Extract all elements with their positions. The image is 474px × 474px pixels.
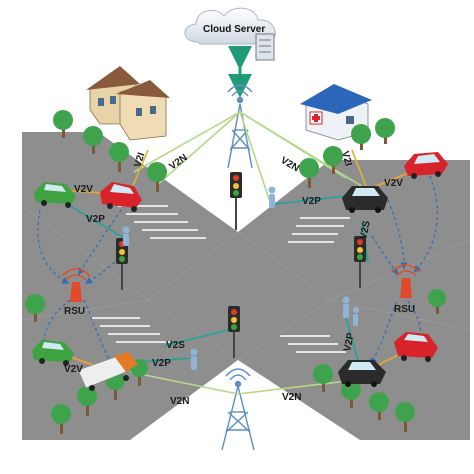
tree xyxy=(25,294,45,322)
road-center xyxy=(148,232,330,360)
truck xyxy=(77,352,138,391)
road-band-right xyxy=(330,240,470,330)
tree xyxy=(369,392,389,420)
car-green-left xyxy=(34,182,76,208)
pedestrian-bottom xyxy=(190,348,198,370)
label-v2p-left: V2P xyxy=(86,214,105,225)
label-v2n-right: V2N xyxy=(279,155,301,174)
rsu-right: RSU xyxy=(391,264,421,315)
pedestrian-left xyxy=(122,226,130,246)
car-red-bottom-right xyxy=(394,332,438,362)
traffic-light-bottom xyxy=(228,306,240,358)
traffic-light-right xyxy=(354,236,366,288)
tree xyxy=(51,404,71,434)
tree xyxy=(323,146,343,174)
tree xyxy=(109,142,129,172)
pedestrian-top xyxy=(268,186,276,208)
tree xyxy=(428,289,446,314)
tree xyxy=(313,364,333,392)
parking-stripes-ur xyxy=(288,217,350,243)
bottom-tower xyxy=(221,368,255,451)
label-v2n-bottom-left: V2N xyxy=(170,396,189,407)
label-v2p-bottom: V2P xyxy=(152,358,171,369)
cloud-shape xyxy=(184,7,276,45)
server-icon xyxy=(255,33,275,61)
trees xyxy=(25,110,446,434)
label-v2v-right: V2V xyxy=(384,178,403,189)
top-tower xyxy=(227,84,253,169)
cloud-server: Cloud Server xyxy=(184,7,276,61)
car-black-bottom-right xyxy=(338,360,386,387)
pedestrian-group-right xyxy=(342,296,359,326)
v2n-links xyxy=(129,111,379,395)
car-red-right-top xyxy=(404,152,448,179)
tree xyxy=(351,124,371,150)
road-upper-right xyxy=(238,160,470,300)
tree xyxy=(83,126,103,154)
hospital-building xyxy=(300,84,372,141)
label-v2n-left: V2N xyxy=(167,152,189,172)
label-v2p-right: V2P xyxy=(342,332,357,353)
road-band-horizontal xyxy=(22,206,148,320)
v2p-links xyxy=(69,195,361,369)
road-upper-left xyxy=(22,132,238,300)
tree xyxy=(299,158,319,188)
road-lower-left xyxy=(22,300,238,440)
tree xyxy=(375,118,395,144)
label-v2i-left: V2I xyxy=(132,151,147,169)
rsu-right-label: RSU xyxy=(394,304,415,315)
rsu-left: RSU xyxy=(61,268,91,317)
traffic-light-top xyxy=(230,172,242,230)
car-green-bottom-left xyxy=(32,340,74,366)
rsu-left-label: RSU xyxy=(64,306,85,317)
parking-stripes-lr xyxy=(280,335,346,353)
car-black-right xyxy=(342,186,388,213)
label-v2i-right: V2I xyxy=(339,150,354,168)
label-v2p-top: V2P xyxy=(302,196,321,207)
cloud-server-label: Cloud Server xyxy=(203,24,265,35)
tree xyxy=(147,162,167,192)
label-v2v-bottom-left: V2V xyxy=(64,364,83,375)
label-v2v-left: V2V xyxy=(74,184,93,195)
label-v2n-bottom-right: V2N xyxy=(282,392,301,403)
v2i-links xyxy=(131,149,367,189)
tree xyxy=(53,110,73,138)
car-red-left xyxy=(100,182,142,212)
residential-house xyxy=(86,66,170,141)
label-v2s-right: V2S xyxy=(358,220,373,241)
label-v2s-bottom: V2S xyxy=(166,340,185,351)
parking-stripes-ll xyxy=(92,317,170,343)
tree xyxy=(395,402,415,432)
